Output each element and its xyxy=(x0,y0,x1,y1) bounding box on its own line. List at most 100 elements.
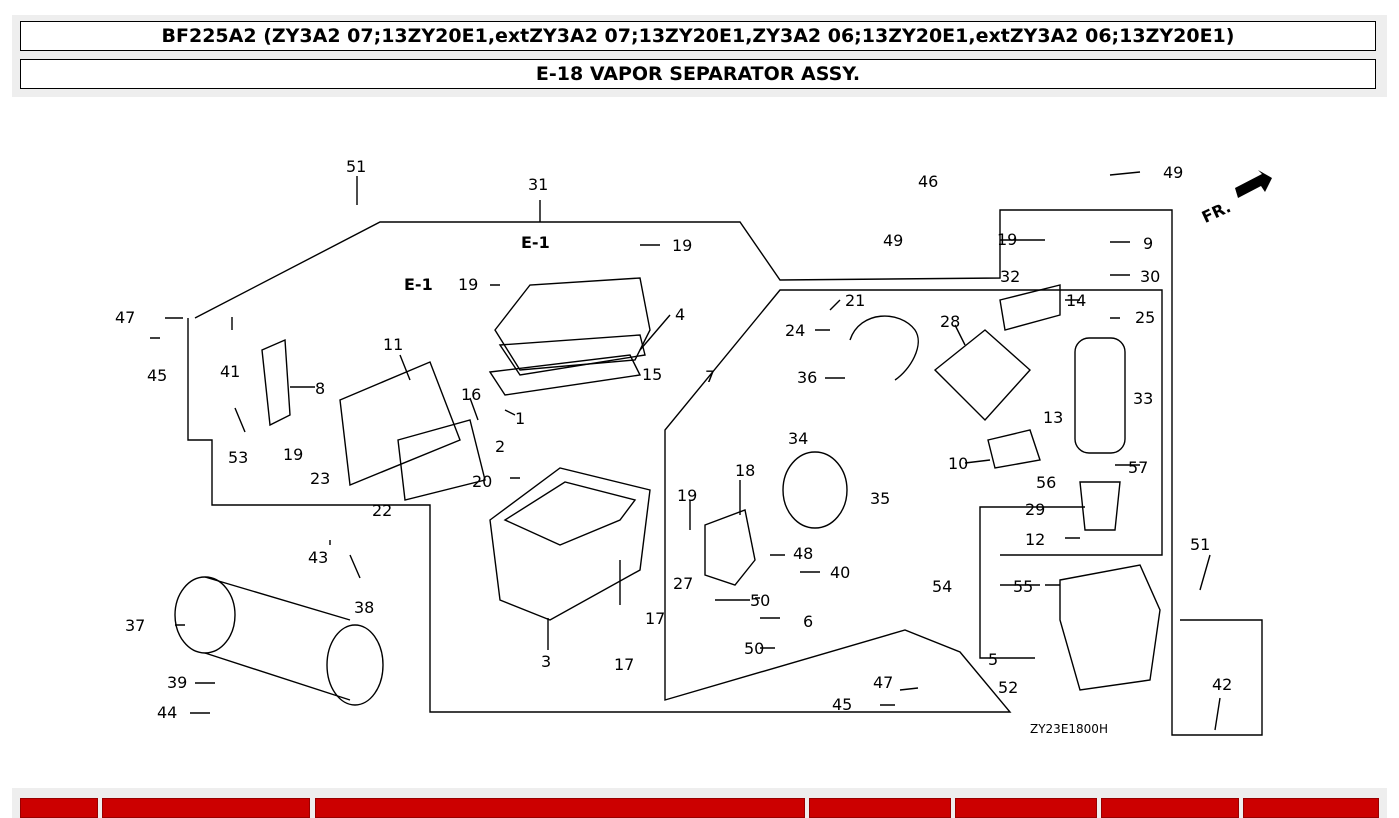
callout-labels[interactable]: 1 2 3 4 5 6 7 8 9 10 11 12 13 14 15 16 1… xyxy=(115,157,1232,722)
callout-50b: 50 xyxy=(744,639,764,658)
callout-35: 35 xyxy=(870,489,890,508)
callout-28: 28 xyxy=(940,312,960,331)
callout-45a: 45 xyxy=(147,366,167,385)
table-header-col-4[interactable] xyxy=(809,798,951,818)
callout-47b: 47 xyxy=(873,673,893,692)
callout-46: 46 xyxy=(918,172,938,191)
callout-21: 21 xyxy=(845,291,865,310)
callout-24: 24 xyxy=(785,321,805,340)
table-header-col-7[interactable] xyxy=(1243,798,1379,818)
filter-can xyxy=(174,576,236,654)
callout-44: 44 xyxy=(157,703,177,722)
callout-15: 15 xyxy=(642,365,662,384)
callout-11: 11 xyxy=(383,335,403,354)
plate-part xyxy=(339,361,461,486)
callout-52: 52 xyxy=(998,678,1018,697)
callout-6: 6 xyxy=(803,612,813,631)
callout-25: 25 xyxy=(1135,308,1155,327)
bracket-part xyxy=(261,338,291,427)
callout-4: 4 xyxy=(675,305,685,324)
diagram-header: BF225A2 (ZY3A2 07;13ZY20E1,extZY3A2 07;1… xyxy=(12,15,1387,97)
callout-47a: 47 xyxy=(115,308,135,327)
callout-8: 8 xyxy=(315,379,325,398)
callout-3: 3 xyxy=(541,652,551,671)
callout-45b: 45 xyxy=(832,695,852,714)
group-outline-31 xyxy=(187,318,1012,713)
gasket-part xyxy=(488,354,642,396)
callout-19a: 19 xyxy=(672,236,692,255)
callout-10: 10 xyxy=(948,454,968,473)
callout-43: 43 xyxy=(308,548,328,567)
callout-41: 41 xyxy=(220,362,240,381)
housing-part xyxy=(489,467,651,621)
callout-19c: 19 xyxy=(283,445,303,464)
regulator-part xyxy=(704,509,756,586)
callout-7: 7 xyxy=(705,367,715,386)
ref-e1-upper: E-1 xyxy=(521,233,550,252)
callout-42: 42 xyxy=(1212,675,1232,694)
table-header-col-6[interactable] xyxy=(1101,798,1239,818)
pump-housing xyxy=(1059,564,1161,691)
table-header-col-2[interactable] xyxy=(102,798,310,818)
callout-27: 27 xyxy=(673,574,693,593)
group-outline-31b xyxy=(194,209,1263,736)
callout-36: 36 xyxy=(797,368,817,387)
callout-17b: 17 xyxy=(614,655,634,674)
callout-57: 57 xyxy=(1128,458,1148,477)
callout-53: 53 xyxy=(228,448,248,467)
callout-17a: 17 xyxy=(645,609,665,628)
callout-51b: 51 xyxy=(1190,535,1210,554)
callout-51a: 51 xyxy=(346,157,366,176)
table-header-col-5[interactable] xyxy=(955,798,1097,818)
callout-30: 30 xyxy=(1140,267,1160,286)
table-header-col-1[interactable] xyxy=(20,798,98,818)
callout-29: 29 xyxy=(1025,500,1045,519)
model-title: BF225A2 (ZY3A2 07;13ZY20E1,extZY3A2 07;1… xyxy=(20,21,1376,51)
callout-20: 20 xyxy=(472,472,492,491)
cover-part xyxy=(494,277,651,371)
bracket-10 xyxy=(987,429,1041,469)
callout-33: 33 xyxy=(1133,389,1153,408)
wire-harness xyxy=(849,315,919,381)
group-outline-7 xyxy=(664,289,1163,630)
callout-31: 31 xyxy=(528,175,548,194)
seal-part xyxy=(397,419,486,501)
callout-22: 22 xyxy=(372,501,392,520)
callout-2: 2 xyxy=(495,437,505,456)
callout-12: 12 xyxy=(1025,530,1045,549)
callout-1: 1 xyxy=(515,409,525,428)
callout-14: 14 xyxy=(1066,291,1086,310)
parts-diagram[interactable]: FR. E-1 E-1 1 2 3 4 5 6 7 8 9 10 11 12 1… xyxy=(100,140,1300,750)
callout-23: 23 xyxy=(310,469,330,488)
table-header-col-3[interactable] xyxy=(315,798,805,818)
callout-38: 38 xyxy=(354,598,374,617)
callout-37: 37 xyxy=(125,616,145,635)
callout-19e: 19 xyxy=(997,230,1017,249)
callout-19b: 19 xyxy=(458,275,478,294)
callout-49b: 49 xyxy=(883,231,903,250)
svg-text:FR.: FR. xyxy=(1199,197,1234,227)
strainer-part xyxy=(1079,481,1121,531)
callout-34: 34 xyxy=(788,429,808,448)
callout-40: 40 xyxy=(830,563,850,582)
callout-48: 48 xyxy=(793,544,813,563)
element-part xyxy=(782,451,848,529)
callout-19d: 19 xyxy=(677,486,697,505)
section-title: E-18 VAPOR SEPARATOR ASSY. xyxy=(20,59,1376,89)
callout-49a: 49 xyxy=(1163,163,1183,182)
front-arrow-icon: FR. xyxy=(1199,170,1272,227)
callout-13: 13 xyxy=(1043,408,1063,427)
mount-part xyxy=(999,284,1061,331)
fuel-pump xyxy=(1074,337,1126,454)
callout-50a: 50 xyxy=(750,591,770,610)
flange-part xyxy=(933,329,1031,422)
parts-table-header xyxy=(12,788,1387,818)
callout-9: 9 xyxy=(1143,234,1153,253)
callout-5: 5 xyxy=(988,650,998,669)
callout-39: 39 xyxy=(167,673,187,692)
callout-18: 18 xyxy=(735,461,755,480)
callout-56: 56 xyxy=(1036,473,1056,492)
callout-54: 54 xyxy=(932,577,952,596)
callout-32: 32 xyxy=(1000,267,1020,286)
ref-e1-left: E-1 xyxy=(404,275,433,294)
